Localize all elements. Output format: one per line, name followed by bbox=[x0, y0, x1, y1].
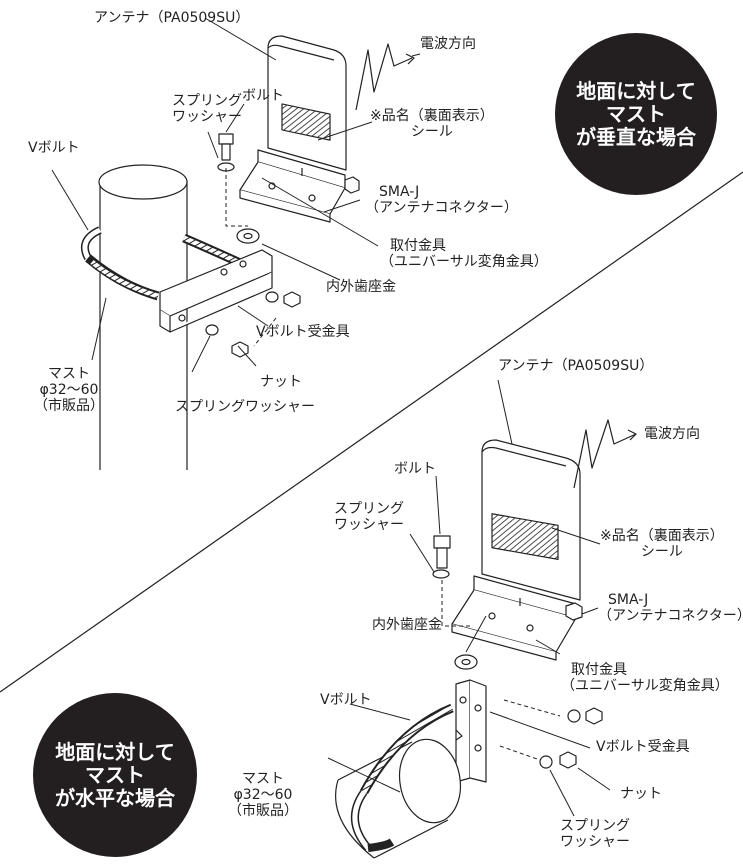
top-mast-line3: （市販品） bbox=[34, 398, 104, 414]
bottom-v-bolt-receiver bbox=[455, 679, 487, 783]
top-bracket-label: 取付金具 （ユニバーサル変角金具） bbox=[380, 238, 548, 270]
badge-line-1: 地面に対して bbox=[55, 739, 175, 764]
bottom-bracket bbox=[451, 575, 583, 661]
top-sma-line2: （アンテナコネクター） bbox=[365, 200, 518, 216]
top-product-label-line1: ※品名（裏面表示） bbox=[370, 108, 494, 124]
badge-line-2: マスト bbox=[606, 101, 666, 126]
bottom-spring-washer-line1: スプリング bbox=[334, 501, 404, 517]
bottom-bracket-line2: （ユニバーサル変角金具） bbox=[561, 678, 729, 694]
bottom-nut-label: ナット bbox=[620, 786, 662, 802]
bottom-spring-washer-bottom-line2: ワッシャー bbox=[560, 834, 630, 850]
bottom-spring-washer-bottom-line1: スプリング bbox=[560, 818, 630, 834]
top-bracket-line2: （ユニバーサル変角金具） bbox=[380, 254, 548, 270]
top-v-bolt bbox=[81, 226, 257, 301]
vertical-mast-badge: 地面に対して マスト が垂直な場合 bbox=[555, 33, 717, 195]
bottom-mast-label: マスト φ32〜60 （市販品） bbox=[228, 771, 298, 819]
bottom-bracket-line1: 取付金具 bbox=[571, 662, 627, 678]
top-spring-washer-label: スプリング ワッシャー bbox=[172, 93, 242, 125]
top-mast bbox=[98, 164, 188, 470]
top-radio-direction-label: 電波方向 bbox=[420, 36, 476, 52]
top-bolt bbox=[217, 133, 235, 172]
top-wave bbox=[355, 43, 413, 111]
top-mast-line2: φ32〜60 bbox=[39, 382, 99, 398]
badge-line-3: が垂直な場合 bbox=[576, 124, 696, 149]
bottom-mast bbox=[335, 738, 462, 859]
top-antenna-label: アンテナ（PA0509SU） bbox=[94, 10, 250, 26]
top-v-bolt-receiver-label: Vボルト受金具 bbox=[256, 324, 350, 340]
top-bolt-label: ボルト bbox=[242, 88, 284, 104]
top-nuts-washers bbox=[205, 291, 301, 358]
top-v-bolt-receiver bbox=[159, 249, 273, 333]
bottom-mast-line1: マスト bbox=[242, 771, 284, 787]
bottom-tooth-washer-label: 内外歯座金 bbox=[372, 617, 442, 633]
bottom-bolt bbox=[432, 535, 451, 579]
bottom-antenna-label: アンテナ（PA0509SU） bbox=[498, 358, 654, 374]
top-nut-label: ナット bbox=[260, 374, 302, 390]
badge-line-3: が水平な場合 bbox=[55, 785, 175, 810]
bottom-spring-washer-line2: ワッシャー bbox=[334, 517, 404, 533]
bottom-bolt-label: ボルト bbox=[394, 461, 436, 477]
top-mast-line1: マスト bbox=[48, 366, 90, 382]
badge-line-1: 地面に対して bbox=[576, 78, 696, 103]
top-sma-label: SMA-J （アンテナコネクター） bbox=[365, 184, 518, 216]
top-mast-label: マスト φ32〜60 （市販品） bbox=[34, 366, 104, 414]
panel-divider bbox=[0, 171, 743, 693]
top-tooth-washer-label: 内外歯座金 bbox=[326, 279, 396, 295]
bottom-sma-label: SMA-J （アンテナコネクター） bbox=[598, 592, 743, 624]
bottom-product-label: ※品名（裏面表示） シール bbox=[600, 528, 724, 560]
top-spring-washer-line1: スプリング bbox=[172, 93, 242, 109]
top-antenna bbox=[267, 35, 347, 171]
bottom-tooth-washer bbox=[454, 654, 478, 670]
bottom-mast-line3: （市販品） bbox=[228, 803, 298, 819]
bottom-antenna bbox=[481, 439, 581, 601]
bottom-v-bolt-receiver-label: Vボルト受金具 bbox=[596, 739, 690, 755]
bottom-nuts-washers bbox=[539, 707, 603, 769]
bottom-spring-washer-label: スプリング ワッシャー bbox=[334, 501, 404, 533]
top-bracket-line1: 取付金具 bbox=[390, 238, 446, 254]
top-spring-washer-line2: ワッシャー bbox=[172, 109, 242, 125]
bottom-wave bbox=[573, 419, 637, 489]
top-v-bolt-label: Vボルト bbox=[28, 140, 80, 156]
bottom-sma-line2: （アンテナコネクター） bbox=[598, 608, 743, 624]
top-product-label-line2: シール bbox=[410, 124, 453, 140]
top-spring-washer-single-label: スプリングワッシャー bbox=[175, 399, 315, 415]
bottom-spring-washer-bottom-label: スプリング ワッシャー bbox=[560, 818, 630, 850]
bottom-bracket-label: 取付金具 （ユニバーサル変角金具） bbox=[561, 662, 729, 694]
bottom-mast-line2: φ32〜60 bbox=[233, 787, 293, 803]
horizontal-mast-badge: 地面に対して マスト が水平な場合 bbox=[33, 693, 197, 857]
bottom-v-bolt-label: Vボルト bbox=[320, 692, 372, 708]
bottom-product-label-line2: シール bbox=[640, 544, 683, 560]
bottom-product-label-line1: ※品名（裏面表示） bbox=[600, 528, 724, 544]
bottom-sma-line1: SMA-J bbox=[608, 592, 649, 608]
badge-line-2: マスト bbox=[85, 762, 145, 787]
top-product-label: ※品名（裏面表示） シール bbox=[370, 108, 494, 140]
top-sma-line1: SMA-J bbox=[379, 184, 420, 200]
top-tooth-washer bbox=[236, 228, 260, 244]
bottom-radio-direction-label: 電波方向 bbox=[644, 426, 700, 442]
